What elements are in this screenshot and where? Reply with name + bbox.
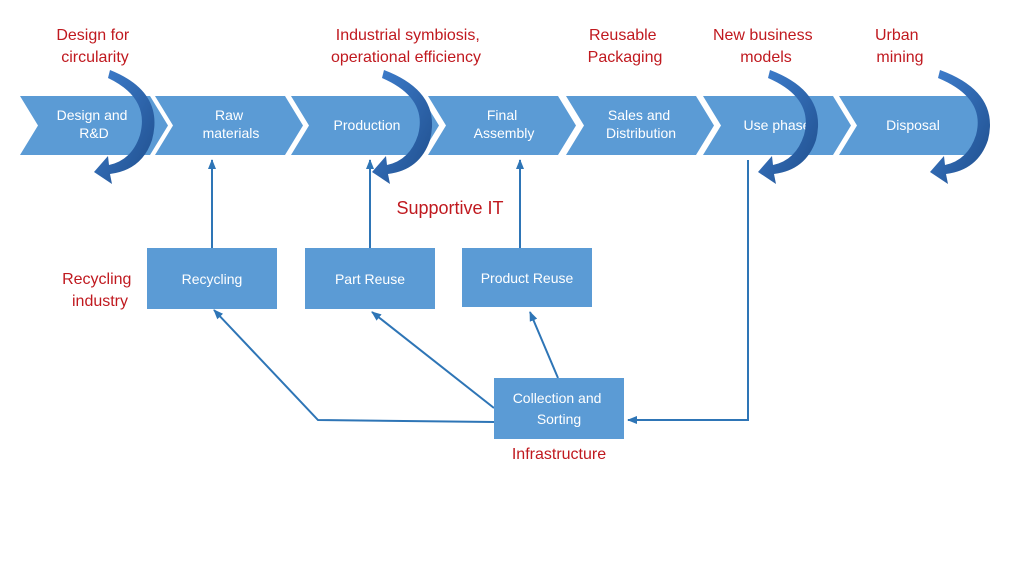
stage-label: Use phase: [744, 117, 811, 133]
loop-arrows: [94, 70, 990, 184]
box-label: Collection and Sorting: [513, 390, 606, 427]
annotation-recycling-industry: Recycling industry: [62, 271, 136, 310]
box-recycling: Recycling: [147, 248, 277, 309]
annotation-supportive-it: Supportive IT: [396, 198, 503, 218]
annotation-industrial-symbiosis: Industrial symbiosis, operational effici…: [331, 27, 484, 66]
stage-final-assembly: Final Assembly: [428, 96, 576, 155]
stage-raw-materials: Raw materials: [155, 96, 303, 155]
arrow-collection-to-product-reuse: [529, 311, 559, 379]
curved-loop-arrow-icon: [372, 70, 433, 184]
box-label: Recycling: [182, 271, 243, 287]
curved-loop-arrow-icon: [758, 70, 819, 184]
arrow-collection-to-part-reuse: [371, 311, 495, 409]
stage-label: Raw materials: [203, 107, 260, 141]
stage-label: Disposal: [886, 117, 940, 133]
curved-loop-arrow-icon: [930, 70, 990, 184]
box-label: Part Reuse: [335, 271, 405, 287]
curved-loop-arrow-icon: [94, 70, 155, 184]
arrow-collection-to-recycling: [213, 309, 495, 423]
stage-production: Production: [291, 96, 439, 155]
stage-label: Sales and Distribution: [606, 107, 676, 141]
box-product-reuse: Product Reuse: [462, 248, 592, 307]
box-label: Product Reuse: [481, 270, 574, 286]
stage-label: Production: [334, 117, 401, 133]
stage-use-phase: Use phase: [703, 96, 851, 155]
stage-sales-distribution: Sales and Distribution: [566, 96, 714, 155]
value-chain: Design and R&D Raw materials Production …: [20, 96, 987, 155]
stage-disposal: Disposal: [839, 96, 987, 155]
stage-label: Design and R&D: [57, 107, 132, 141]
box-collection-sorting: Collection and Sorting: [494, 378, 624, 439]
stage-design-rd: Design and R&D: [20, 96, 168, 155]
loop-boxes: Recycling Part Reuse Product Reuse Colle…: [147, 248, 624, 439]
connectors: [208, 159, 749, 424]
annotation-urban-mining: Urban mining: [875, 27, 924, 66]
stage-label: Final Assembly: [474, 107, 535, 141]
annotation-reusable-packaging: Reusable Packaging: [588, 27, 663, 66]
annotation-new-business-models: New business models: [713, 27, 817, 66]
box-part-reuse: Part Reuse: [305, 248, 435, 309]
annotation-design-for-circularity: Design for circularity: [56, 27, 133, 66]
arrow-use-phase-to-collection: [627, 160, 749, 424]
annotation-infrastructure: Infrastructure: [512, 446, 606, 463]
top-annotations: Design for circularity Industrial symbio…: [56, 27, 923, 66]
